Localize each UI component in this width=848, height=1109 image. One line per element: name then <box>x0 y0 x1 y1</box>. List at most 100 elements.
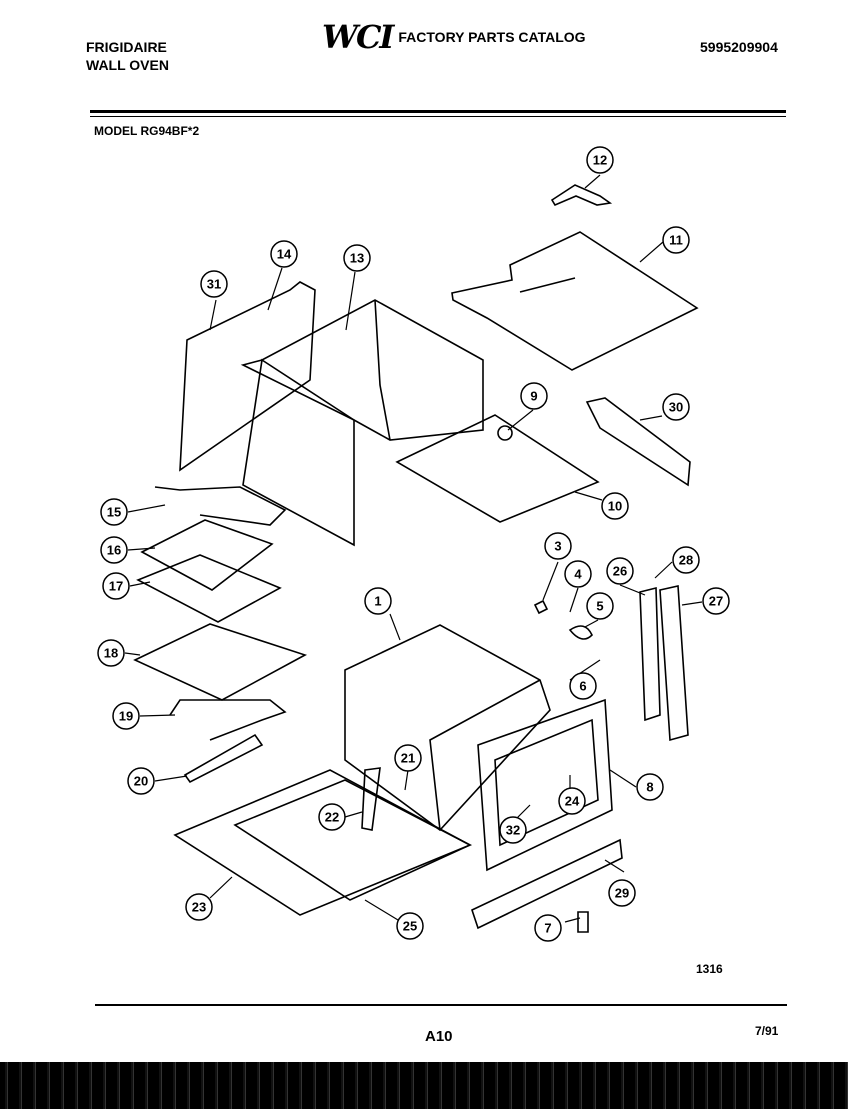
document-number: 5995209904 <box>700 39 778 55</box>
part-27-side-strip <box>659 585 689 742</box>
callout-3: 3 <box>544 532 572 560</box>
part-15-broil-element <box>154 486 287 526</box>
callout-14: 14 <box>270 240 298 268</box>
callout-27: 27 <box>702 587 730 615</box>
callout-23: 23 <box>185 893 213 921</box>
svg-text:30: 30 <box>669 400 683 415</box>
svg-text:32: 32 <box>506 823 520 838</box>
part-17-broiler-pan <box>136 554 282 623</box>
callout-17: 17 <box>102 572 130 600</box>
svg-text:19: 19 <box>119 709 133 724</box>
callout-6: 6 <box>569 672 597 700</box>
callout-12: 12 <box>586 146 614 174</box>
part-5-lens <box>568 625 593 640</box>
svg-text:17: 17 <box>109 579 123 594</box>
callout-7: 7 <box>534 914 562 942</box>
callout-1: 1 <box>364 587 392 615</box>
svg-text:3: 3 <box>554 539 561 554</box>
part-12-bracket <box>550 184 613 207</box>
part-11-top-panel <box>451 231 699 371</box>
callout-16: 16 <box>100 536 128 564</box>
part-31-back-panel <box>179 281 316 472</box>
svg-text:21: 21 <box>401 751 415 766</box>
callout-26: 26 <box>606 557 634 585</box>
part-29-trim-strip <box>471 838 623 930</box>
svg-text:23: 23 <box>192 900 206 915</box>
catalog-title: FACTORY PARTS CATALOG <box>398 29 586 45</box>
svg-text:27: 27 <box>709 594 723 609</box>
callout-21: 21 <box>394 744 422 772</box>
callout-15: 15 <box>100 498 128 526</box>
svg-text:1: 1 <box>374 594 381 609</box>
svg-text:28: 28 <box>679 553 693 568</box>
part-22-bracket <box>361 767 381 831</box>
part-19-bake-element <box>169 699 287 741</box>
callout-4: 4 <box>564 560 592 588</box>
figure-number: 1316 <box>696 962 723 976</box>
callout-28: 28 <box>672 546 700 574</box>
callout-25: 25 <box>396 912 424 940</box>
page-number: A10 <box>425 1028 453 1045</box>
part-7-hinge <box>577 911 589 933</box>
part-16-broiler-grid <box>140 519 274 591</box>
header-rule-thin <box>90 116 786 117</box>
svg-text:26: 26 <box>613 564 627 579</box>
svg-text:10: 10 <box>608 499 622 514</box>
svg-text:24: 24 <box>565 794 580 809</box>
svg-text:4: 4 <box>574 567 582 582</box>
part-1-oven-liner <box>344 624 551 832</box>
brand-name: FRIGIDAIRE <box>86 39 167 55</box>
svg-text:11: 11 <box>669 233 683 248</box>
svg-text:22: 22 <box>325 810 339 825</box>
callout-9: 9 <box>520 382 548 410</box>
svg-text:12: 12 <box>593 153 607 168</box>
callout-29: 29 <box>608 879 636 907</box>
svg-text:18: 18 <box>104 646 118 661</box>
svg-text:16: 16 <box>107 543 121 558</box>
svg-text:9: 9 <box>530 389 537 404</box>
svg-text:14: 14 <box>277 247 292 262</box>
part-20-element-bracket <box>183 733 264 784</box>
svg-text:8: 8 <box>646 780 653 795</box>
callout-10: 10 <box>601 492 629 520</box>
part-8-door-frame <box>477 698 613 872</box>
svg-text:6: 6 <box>579 679 586 694</box>
svg-text:29: 29 <box>615 886 629 901</box>
svg-text:13: 13 <box>350 251 364 266</box>
part-9-burner-orifice <box>497 425 513 441</box>
header-rule <box>90 110 786 113</box>
callout-11: 11 <box>662 226 690 254</box>
svg-text:25: 25 <box>403 919 417 934</box>
callout-20: 20 <box>127 767 155 795</box>
svg-text:7: 7 <box>544 921 551 936</box>
part-26-side-strip <box>639 586 661 722</box>
callout-22: 22 <box>318 803 346 831</box>
exploded-parts-diagram: 1 3 4 5 6 7 8 9 10 11 12 13 14 15 16 17 … <box>97 146 730 942</box>
part-13-oven-cabinet <box>240 299 484 441</box>
brand-block: FRIGIDAIRE WALL OVEN <box>86 38 169 74</box>
scan-border-noise <box>0 1062 848 1109</box>
part-30-rail <box>585 397 691 487</box>
callout-24: 24 <box>558 787 586 815</box>
date-code: 7/91 <box>755 1024 779 1038</box>
callout-30: 30 <box>662 393 690 421</box>
callout-31: 31 <box>200 270 228 298</box>
callout-13: 13 <box>343 244 371 272</box>
svg-text:15: 15 <box>107 505 121 520</box>
part-23-oven-bottom <box>173 769 472 916</box>
svg-text:5: 5 <box>596 599 603 614</box>
footer-rule <box>95 1004 787 1006</box>
callout-32: 32 <box>499 816 527 844</box>
product-type: WALL OVEN <box>86 57 169 73</box>
callout-8: 8 <box>636 773 664 801</box>
part-25-bottom-panel <box>233 779 472 901</box>
svg-text:20: 20 <box>134 774 148 789</box>
part-10-bottom-panel <box>395 414 600 523</box>
part-3-knob <box>533 599 549 615</box>
callout-18: 18 <box>97 639 125 667</box>
callout-19: 19 <box>112 702 140 730</box>
svg-text:31: 31 <box>207 277 221 292</box>
callout-5: 5 <box>586 592 614 620</box>
part-18-oven-rack <box>133 623 308 701</box>
model-number: MODEL RG94BF*2 <box>94 124 200 138</box>
